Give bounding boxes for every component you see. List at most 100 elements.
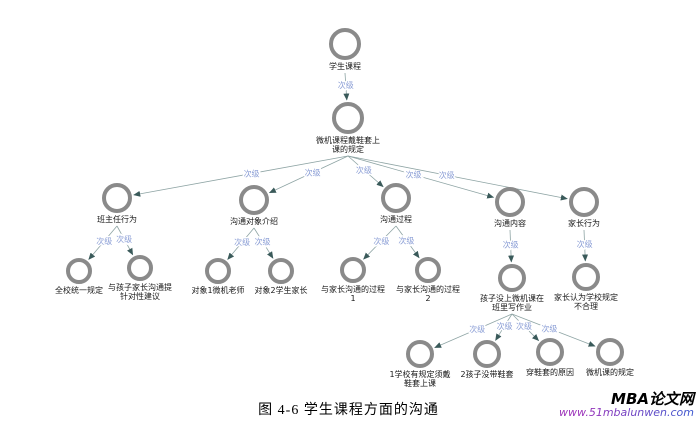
edge-xuesheng-kecheng-to-weiji-kecheng-guiding	[343, 72, 350, 101]
node-label-line: 微机课的规定	[586, 368, 634, 377]
edge-weiji-kecheng-guiding-to-goutong-guocheng	[347, 155, 384, 188]
node-label-chuan-xietao-yuanyin: 穿鞋套的原因	[480, 368, 620, 377]
edge-label-goutong-neirong-to-haizi-banli-xiezuoye: 次级	[503, 239, 519, 249]
figure-caption: 图 4-6 学生课程方面的沟通	[258, 403, 439, 418]
node-label-line: 孩子没上微机课在	[480, 294, 544, 303]
edge-label-jiazhang-xingwei-to-jiazhang-renwei-buheli: 次级	[577, 239, 593, 249]
edge-label-goutong-guocheng-to-goutong-guocheng-1: 次级	[373, 236, 389, 246]
node-circle-duixiang2-xuesheng-jiazhang	[268, 258, 294, 284]
edge-haizi-banli-xiezuoye-to-xuexiao-guiding-xie-xietao	[434, 313, 513, 348]
edge-jiazhang-xingwei-to-jiazhang-renwei-buheli	[582, 229, 589, 262]
edge-label-weiji-kecheng-guiding-to-jiazhang-xingwei: 次级	[439, 170, 455, 180]
node-label-duixiang2-xuesheng-jiazhang: 对象2学生家长	[211, 286, 351, 295]
node-label-line: 家长认为学校规定	[554, 293, 618, 302]
node-circle-goutong-guocheng	[381, 183, 411, 213]
edge-weiji-kecheng-guiding-to-jiazhang-xingwei	[347, 155, 568, 201]
node-label-line: 沟通对象介绍	[230, 217, 278, 226]
edge-label-goutong-duixiang-jieshao-to-duixiang2-xuesheng-jiazhang: 次级	[255, 237, 271, 247]
node-label-xuexiao-guiding-xie-xietao: 1学校有规定须戴鞋套上课	[350, 370, 490, 388]
node-label-line: 鞋套上课	[404, 379, 436, 388]
node-label-line: 2孩子没带鞋套	[460, 370, 514, 379]
node-label-haizi-banli-xiezuoye: 孩子没上微机课在班里写作业	[442, 294, 582, 312]
node-label-line: 沟通内容	[494, 219, 526, 228]
edge-goutong-guocheng-to-goutong-guocheng-2	[395, 225, 420, 259]
node-circle-jiazhang-renwei-buheli	[572, 263, 600, 291]
edge-banzhuren-xingwei-to-goutong-zhenduixing-jianyi	[116, 225, 134, 256]
node-label-goutong-neirong: 沟通内容	[440, 219, 580, 228]
edge-label-goutong-guocheng-to-goutong-guocheng-2: 次级	[398, 235, 414, 245]
node-label-line: 全校统一规定	[55, 286, 103, 295]
edge-weiji-kecheng-guiding-to-goutong-neirong	[347, 155, 495, 199]
node-circle-goutong-guocheng-1	[340, 257, 366, 283]
node-label-line: 家长行为	[568, 219, 600, 228]
node-circle-goutong-zhenduixing-jianyi	[127, 255, 153, 281]
edge-banzhuren-xingwei-to-quanxiao-tongyi-guiding	[88, 225, 118, 260]
node-label-line: 1	[350, 294, 356, 303]
edge-goutong-guocheng-to-goutong-guocheng-1	[363, 225, 397, 260]
node-circle-weiji-kecheng-guiding	[332, 102, 364, 134]
node-circle-goutong-guocheng-2	[415, 257, 441, 283]
node-label-goutong-guocheng: 沟通过程	[326, 215, 466, 224]
node-label-jiazhang-xingwei: 家长行为	[514, 219, 654, 228]
edge-weiji-kecheng-guiding-to-banzhuren-xingwei	[133, 155, 349, 197]
edge-weiji-kecheng-guiding-to-goutong-duixiang-jieshao	[268, 155, 349, 194]
node-label-goutong-duixiang-jieshao: 沟通对象介绍	[184, 217, 324, 226]
node-circle-goutong-neirong	[495, 187, 525, 217]
edge-label-banzhuren-xingwei-to-goutong-zhenduixing-jianyi: 次级	[116, 234, 132, 244]
node-circle-haizi-banli-xiezuoye	[498, 264, 526, 292]
edge-label-weiji-kecheng-guiding-to-goutong-duixiang-jieshao: 次级	[305, 168, 321, 178]
node-circle-xuexiao-guiding-xie-xietao	[406, 340, 434, 368]
edge-label-haizi-banli-xiezuoye-to-haizi-meidai-xietao: 次级	[497, 321, 513, 331]
node-label-line: 对象1微机老师	[191, 286, 245, 295]
node-label-line: 课的规定	[332, 145, 364, 154]
node-circle-duixiang1-weiji-laoshi	[205, 258, 231, 284]
watermark-site-url: www.51mbalunwen.com	[444, 407, 694, 419]
node-label-duixiang1-weiji-laoshi: 对象1微机老师	[148, 286, 288, 295]
node-circle-xuesheng-kecheng	[329, 28, 361, 60]
node-label-line: 沟通过程	[380, 215, 412, 224]
edge-haizi-banli-xiezuoye-to-weijike-de-guiding	[511, 313, 596, 347]
node-circle-jiazhang-xingwei	[569, 187, 599, 217]
edge-label-haizi-banli-xiezuoye-to-weijike-de-guiding: 次级	[541, 323, 557, 333]
node-label-line: 班里写作业	[492, 303, 532, 312]
node-circle-haizi-meidai-xietao	[473, 340, 501, 368]
node-label-line: 不合理	[574, 302, 598, 311]
node-label-line: 与家长沟通的过程	[321, 285, 385, 294]
node-label-line: 微机课程戴鞋套上	[316, 136, 380, 145]
node-label-line: 与孩子家长沟通提	[108, 283, 172, 292]
watermark: MBA论文网 www.51mbalunwen.com	[444, 391, 694, 419]
node-label-line: 1学校有规定须戴	[389, 370, 451, 379]
node-label-weijike-de-guiding: 微机课的规定	[540, 368, 680, 377]
node-label-line: 针对性建议	[120, 292, 160, 301]
node-label-jiazhang-renwei-buheli: 家长认为学校规定不合理	[516, 293, 656, 311]
node-label-line: 班主任行为	[97, 215, 137, 224]
edge-label-weiji-kecheng-guiding-to-goutong-guocheng: 次级	[356, 165, 372, 175]
node-circle-quanxiao-tongyi-guiding	[66, 258, 92, 284]
edge-group: 次级次级次级次级次级次级次级次级次级次级次级次级次级次级次级次级次级次级	[88, 72, 596, 348]
edge-label-weiji-kecheng-guiding-to-goutong-neirong: 次级	[406, 170, 422, 180]
node-label-quanxiao-tongyi-guiding: 全校统一规定	[9, 286, 149, 295]
edge-label-goutong-duixiang-jieshao-to-duixiang1-weiji-laoshi: 次级	[234, 237, 250, 247]
node-label-line: 学生课程	[329, 62, 361, 71]
watermark-site-name: MBA论文网	[611, 390, 694, 408]
node-circle-banzhuren-xingwei	[102, 183, 132, 213]
node-label-line: 2	[425, 294, 431, 303]
edge-haizi-banli-xiezuoye-to-haizi-meidai-xietao	[495, 313, 513, 341]
node-label-goutong-zhenduixing-jianyi: 与孩子家长沟通提针对性建议	[70, 283, 210, 301]
node-label-haizi-meidai-xietao: 2孩子没带鞋套	[417, 370, 557, 379]
node-label-line: 穿鞋套的原因	[526, 368, 574, 377]
node-label-weiji-kecheng-guiding: 微机课程戴鞋套上课的规定	[278, 136, 418, 154]
node-circle-goutong-duixiang-jieshao	[239, 185, 269, 215]
edge-haizi-banli-xiezuoye-to-chuan-xietao-yuanyin	[511, 313, 540, 342]
node-label-line: 与家长沟通的过程	[396, 285, 460, 294]
node-label-line: 对象2学生家长	[254, 286, 308, 295]
node-label-xuesheng-kecheng: 学生课程	[275, 62, 415, 71]
edge-label-haizi-banli-xiezuoye-to-xuexiao-guiding-xie-xietao: 次级	[469, 324, 485, 334]
node-label-banzhuren-xingwei: 班主任行为	[47, 215, 187, 224]
edge-goutong-duixiang-jieshao-to-duixiang1-weiji-laoshi	[227, 227, 255, 260]
edge-label-haizi-banli-xiezuoye-to-chuan-xietao-yuanyin: 次级	[516, 321, 532, 331]
edge-label-xuesheng-kecheng-to-weiji-kecheng-guiding: 次级	[338, 80, 354, 90]
